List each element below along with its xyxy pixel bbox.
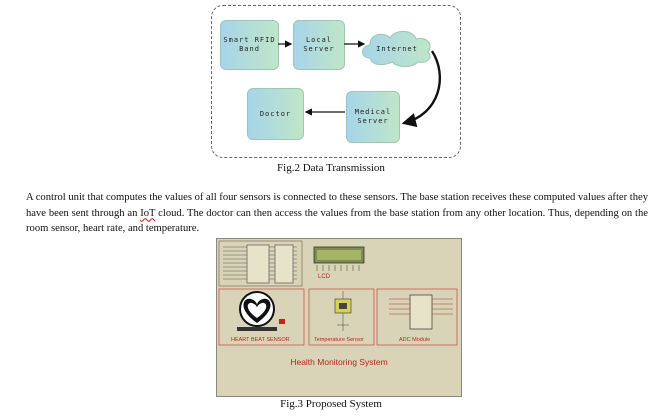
schematic-drawing — [218, 240, 458, 346]
node-smart-rfid-band: Smart RFID Band — [220, 20, 279, 70]
paragraph-text-2: cloud. The doctor can then access the va… — [26, 207, 648, 235]
adc-module-label: ADC Module — [399, 337, 431, 343]
lcd-label: LCD — [318, 274, 331, 280]
schematic-title: Health Monitoring System — [290, 357, 388, 367]
node-medical-server: Medical Server — [346, 91, 400, 143]
data-transmission-diagram: Smart RFID Band Local Server Medical Ser… — [211, 5, 461, 158]
figure-3-caption: Fig.3 Proposed System — [280, 398, 382, 410]
proposed-system-schematic: LCD HEART BEAT SENSOR Temperature Sensor… — [216, 238, 462, 397]
node-local-server: Local Server — [293, 20, 345, 70]
heart-beat-sensor-label: HEART BEAT SENSOR — [231, 337, 290, 343]
body-paragraph: A control unit that computes the values … — [26, 190, 648, 237]
internet-cloud-icon — [362, 30, 431, 67]
temperature-sensor-label: Temperature Sensor — [314, 337, 364, 343]
node-doctor: Doctor — [247, 88, 304, 140]
node-internet: Internet — [376, 45, 418, 53]
arrow-internet-to-medical — [401, 50, 441, 128]
iot-term: IoT — [140, 207, 156, 219]
paragraph-text-1: A control unit that computes the values … — [26, 192, 649, 219]
figure-2-caption: Fig.2 Data Transmission — [277, 162, 385, 174]
diagram-connectors: Internet — [278, 30, 441, 128]
